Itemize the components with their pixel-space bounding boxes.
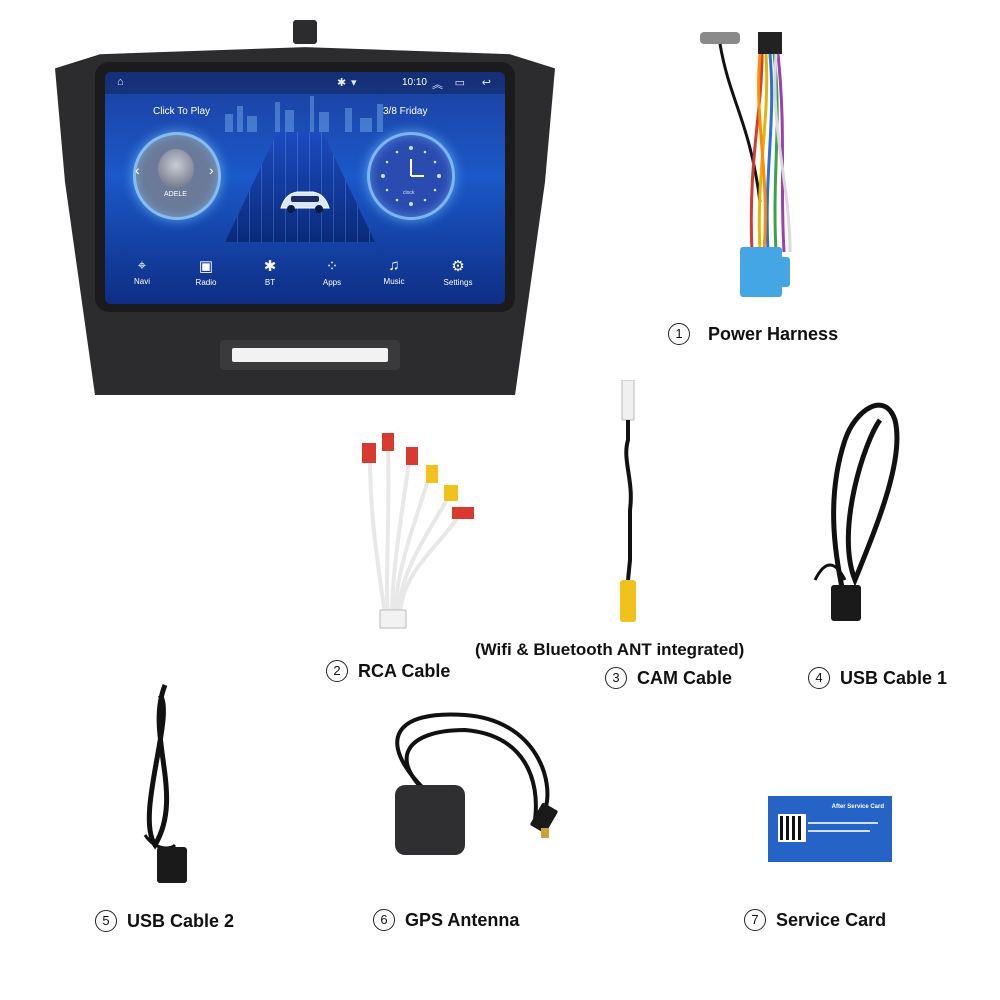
status-time: 10:10 (401, 77, 427, 88)
dock-apps[interactable]: ⁘ Apps (301, 257, 363, 287)
item-number-1: 1 (668, 323, 690, 346)
clock-widget: clock (367, 132, 455, 220)
item-number-7: 7 (744, 909, 766, 932)
dock-bt[interactable]: ✱ BT (239, 257, 301, 287)
item-number-4: 4 (808, 667, 830, 690)
clock-brand: clock (403, 190, 415, 196)
dock-music[interactable]: ♫ Music (363, 257, 425, 286)
clock-face-icon (381, 146, 441, 206)
bluetooth-status-icon: ✱ (337, 77, 347, 89)
dock-navi-label: Navi (133, 277, 150, 286)
usb-cable-2-label: 5 USB Cable 2 (95, 910, 234, 933)
radio-icon: ▣ (198, 258, 214, 275)
dock-radio-label: Radio (195, 278, 217, 287)
vent-opening (220, 340, 400, 370)
bluetooth-icon: ✱ (263, 258, 277, 275)
service-card-image: After Service Card (768, 796, 892, 862)
cam-cable-image (620, 380, 636, 622)
top-clip (293, 20, 317, 44)
music-widget[interactable]: ADELE (133, 132, 221, 220)
card-line (808, 822, 878, 824)
status-bar: ⌂ ✱ ▾ 10:10 ︽ ▭ ↩ (105, 72, 505, 94)
card-line (808, 830, 870, 832)
item-number-6: 6 (373, 909, 395, 932)
dock-settings[interactable]: ⚙ Settings (427, 257, 489, 287)
next-icon[interactable]: › (209, 162, 214, 178)
previous-icon[interactable]: ‹ (135, 162, 140, 178)
gear-icon: ⚙ (451, 258, 465, 275)
item-number-5: 5 (95, 910, 117, 933)
date-label: 3/8 Friday (383, 106, 428, 117)
qr-code-icon (778, 814, 806, 842)
music-widget-label: Click To Play (153, 106, 211, 117)
recent-apps-icon[interactable]: ▭ (454, 77, 465, 89)
dock-music-label: Music (383, 277, 405, 286)
dock-navi[interactable]: ⌖ Navi (111, 257, 173, 286)
up-chevron-icon[interactable]: ︽ (432, 79, 443, 91)
album-art (158, 149, 194, 189)
back-icon[interactable]: ↩ (481, 77, 491, 89)
location-pin-icon: ⌖ (137, 257, 147, 274)
dock-apps-label: Apps (322, 278, 342, 287)
dock-settings-label: Settings (443, 278, 473, 287)
app-dock: ⌖ Navi ▣ Radio ✱ BT ⁘ Apps ♫ Music ⚙ Set… (105, 247, 505, 302)
cam-cable-label: 3 CAM Cable (605, 667, 732, 690)
rca-cable-image (362, 433, 474, 629)
usb-cable-2-image (143, 684, 187, 883)
apps-grid-icon: ⁘ (325, 258, 339, 275)
service-card-label: 7 Service Card (744, 909, 886, 932)
power-harness-label: 1 Power Harness (668, 323, 838, 346)
usb-cable-1-image (813, 402, 900, 621)
music-note-icon: ♫ (388, 257, 400, 274)
item-number-2: 2 (326, 660, 348, 683)
car-graphic (280, 191, 330, 213)
dock-bt-label: BT (264, 278, 276, 287)
skyline-graphic (225, 96, 383, 132)
service-card-title: After Service Card (831, 804, 884, 810)
album-text: ADELE (164, 191, 187, 198)
head-unit-screen: ⌂ ✱ ▾ 10:10 ︽ ▭ ↩ Click To Play ADELE ‹ … (105, 72, 505, 304)
usb-cable-1-label: 4 USB Cable 1 (808, 667, 947, 690)
gps-antenna-image (395, 712, 558, 855)
home-icon[interactable]: ⌂ (117, 76, 124, 88)
power-harness-image (700, 32, 792, 297)
ant-integrated-note: (Wifi & Bluetooth ANT integrated) (475, 640, 745, 659)
wifi-status-icon: ▾ (351, 77, 357, 89)
head-unit: ⌂ ✱ ▾ 10:10 ︽ ▭ ↩ Click To Play ADELE ‹ … (55, 20, 555, 400)
item-number-3: 3 (605, 667, 627, 690)
vent-slot (232, 348, 388, 362)
rca-cable-label: 2 RCA Cable (326, 660, 450, 683)
gps-antenna-label: 6 GPS Antenna (373, 909, 519, 932)
dock-radio[interactable]: ▣ Radio (175, 257, 237, 287)
